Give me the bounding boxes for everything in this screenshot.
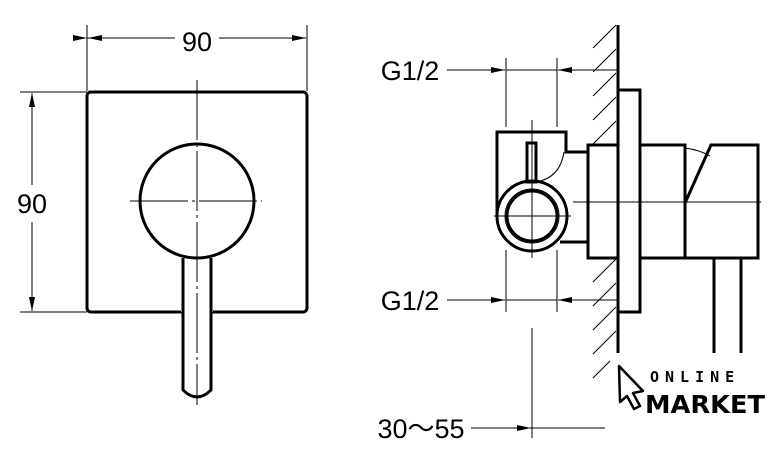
online-market-logo: ONLINE MARKET — [614, 360, 774, 420]
logo-line2: MARKET — [645, 390, 765, 419]
front-view: 90 90 — [17, 25, 309, 405]
cover-plate-side — [616, 88, 642, 314]
inlet-bottom-label: G1/2 — [381, 286, 440, 316]
height-label: 90 — [17, 189, 47, 219]
width-label: 90 — [182, 27, 212, 57]
wall-hatching — [592, 24, 617, 379]
cursor-icon — [617, 364, 645, 411]
inlet-top-label: G1/2 — [381, 56, 440, 86]
block-arc — [535, 151, 565, 183]
handle-curve — [684, 147, 711, 157]
mixing-block — [495, 130, 588, 244]
depth-range-label: 30～55 — [377, 414, 464, 444]
logo-line1: ONLINE — [650, 368, 740, 386]
side-view: G1/2 G1/2 30～55 — [377, 24, 761, 444]
handle-body — [683, 143, 760, 260]
